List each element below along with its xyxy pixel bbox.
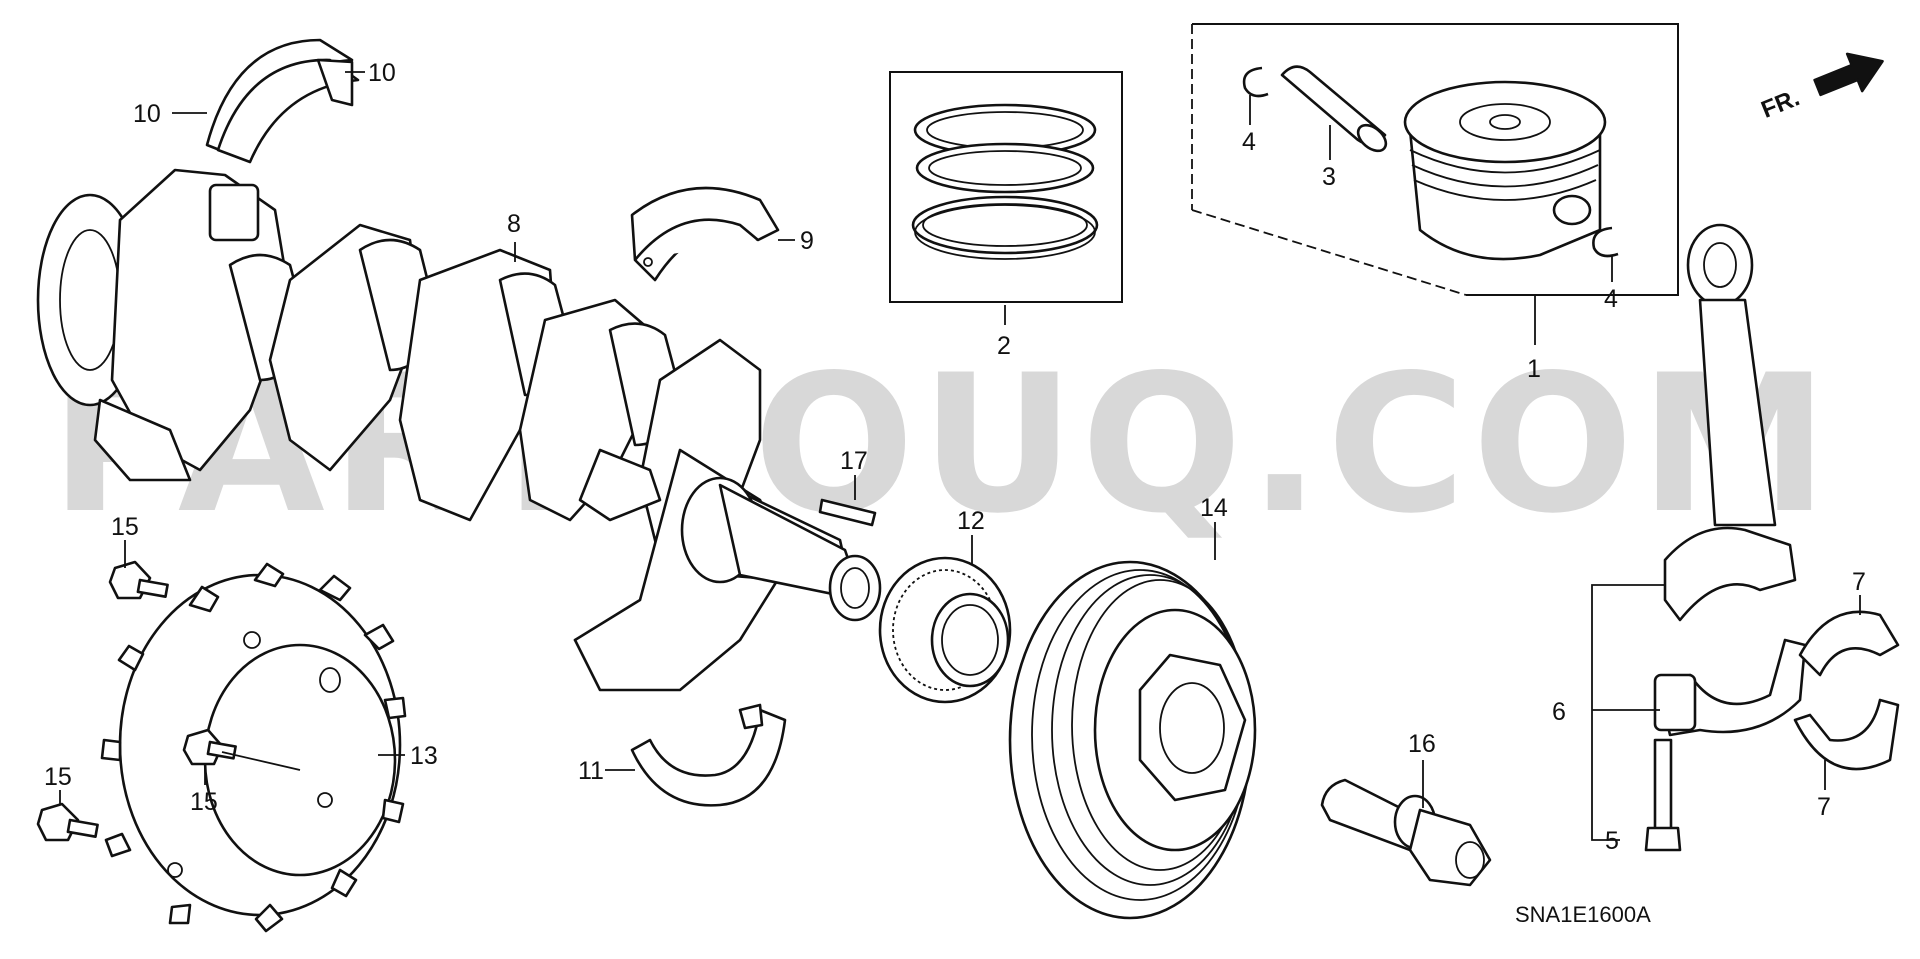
callout-10b: 10 bbox=[368, 59, 396, 87]
rod-bearing-lower[interactable] bbox=[1793, 698, 1900, 771]
callout-labels: 10 10 8 9 2 4 3 4 1 17 12 14 15 15 15 13… bbox=[44, 59, 1866, 855]
thrust-washer[interactable] bbox=[205, 38, 360, 164]
callout-7a: 7 bbox=[1852, 568, 1866, 596]
connecting-rod-cap[interactable] bbox=[1653, 638, 1807, 737]
piston-pin-clip[interactable] bbox=[1242, 66, 1269, 98]
callout-16: 16 bbox=[1408, 730, 1436, 758]
callout-15c: 15 bbox=[44, 763, 72, 791]
piston-assembly-box bbox=[1191, 23, 1679, 296]
piston-ring-set-box bbox=[889, 71, 1123, 303]
pulse-plate-bolt[interactable] bbox=[108, 560, 169, 600]
callout-15b: 15 bbox=[190, 788, 218, 816]
diagram-code: SNA1E1600A bbox=[1515, 902, 1651, 927]
main-bearing-upper[interactable] bbox=[630, 186, 780, 282]
callout-3: 3 bbox=[1322, 163, 1336, 191]
callout-5: 5 bbox=[1605, 827, 1619, 855]
callout-4b: 4 bbox=[1604, 285, 1618, 313]
callout-1: 1 bbox=[1527, 355, 1541, 383]
connecting-rod-bolt[interactable] bbox=[1644, 738, 1682, 852]
callout-17: 17 bbox=[840, 447, 868, 475]
crank-pulse-plate[interactable] bbox=[100, 562, 407, 933]
pulse-plate-bolt[interactable] bbox=[36, 802, 99, 842]
piston-pin-clip[interactable] bbox=[1592, 226, 1619, 258]
arrow-right-icon bbox=[1813, 52, 1884, 97]
piston[interactable] bbox=[1403, 80, 1607, 261]
callout-2: 2 bbox=[997, 332, 1011, 360]
front-direction-marker: FR. bbox=[1757, 52, 1884, 124]
callout-8: 8 bbox=[507, 210, 521, 238]
connecting-rod[interactable] bbox=[1663, 223, 1797, 622]
piston-ring-set[interactable] bbox=[911, 103, 1099, 260]
callout-10a: 10 bbox=[133, 100, 161, 128]
callout-9: 9 bbox=[800, 227, 814, 255]
callout-15a: 15 bbox=[111, 513, 139, 541]
crankshaft[interactable] bbox=[36, 168, 882, 692]
callout-4a: 4 bbox=[1242, 128, 1256, 156]
callout-12: 12 bbox=[957, 507, 985, 535]
callout-11: 11 bbox=[578, 757, 604, 785]
main-bearing-lower[interactable] bbox=[630, 703, 787, 807]
piston-pin[interactable] bbox=[1280, 65, 1391, 156]
woodruff-key[interactable] bbox=[818, 498, 877, 527]
callout-6: 6 bbox=[1552, 698, 1566, 726]
front-direction-label: FR. bbox=[1757, 84, 1803, 124]
callout-7b: 7 bbox=[1817, 793, 1831, 821]
callout-14: 14 bbox=[1200, 494, 1228, 522]
crankshaft-pulley[interactable] bbox=[1008, 560, 1257, 920]
callout-13: 13 bbox=[410, 742, 438, 770]
crankshaft-sprocket[interactable] bbox=[878, 556, 1012, 704]
rod-bearing-upper[interactable] bbox=[1798, 610, 1900, 677]
leader-lines bbox=[59, 71, 1861, 841]
crankshaft-pulley-bolt[interactable] bbox=[1320, 778, 1492, 887]
